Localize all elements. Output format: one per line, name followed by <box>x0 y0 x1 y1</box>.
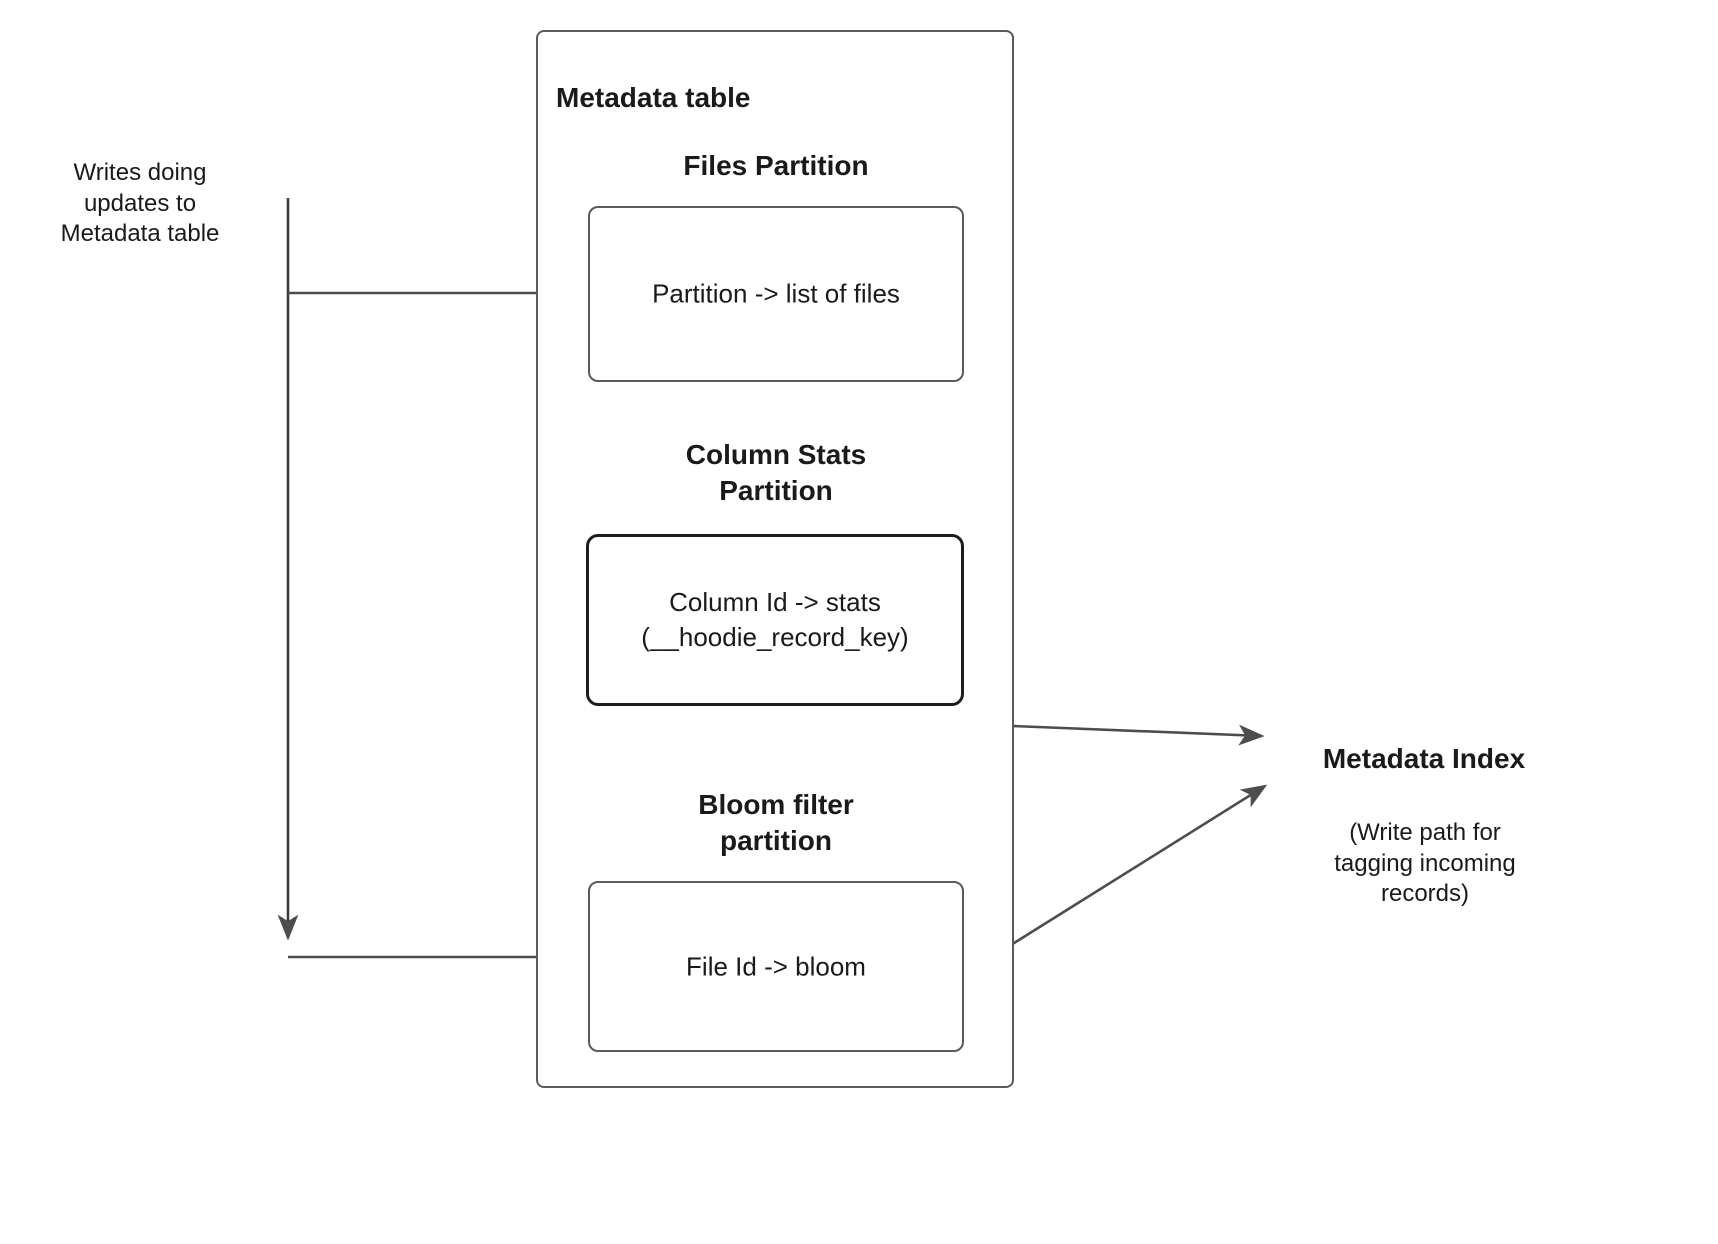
metadata-index-caption: (Write path for tagging incoming records… <box>1334 819 1516 908</box>
column-stats-partition-heading: Column Stats Partition <box>685 439 867 506</box>
files-partition-heading: Files Partition <box>683 150 869 181</box>
column-stats-partition-box[interactable]: Column Id -> stats (__hoodie_record_key) <box>586 534 964 706</box>
metadata-index-title: Metadata Index <box>1322 743 1526 774</box>
writes-annotation-label: Writes doing updates to Metadata table <box>60 159 220 248</box>
files-partition-box-label: Partition -> list of files <box>652 278 900 309</box>
files-partition-box[interactable]: Partition -> list of files <box>588 206 964 382</box>
bloom-filter-partition-heading: Bloom filter partition <box>698 789 854 856</box>
metadata-table-title: Metadata table <box>556 82 751 113</box>
bloom-filter-partition-box[interactable]: File Id -> bloom <box>588 881 964 1052</box>
bloom-filter-partition-box-label: File Id -> bloom <box>686 950 866 981</box>
column-stats-partition-box-label: Column Id -> stats (__hoodie_record_key) <box>641 586 909 652</box>
